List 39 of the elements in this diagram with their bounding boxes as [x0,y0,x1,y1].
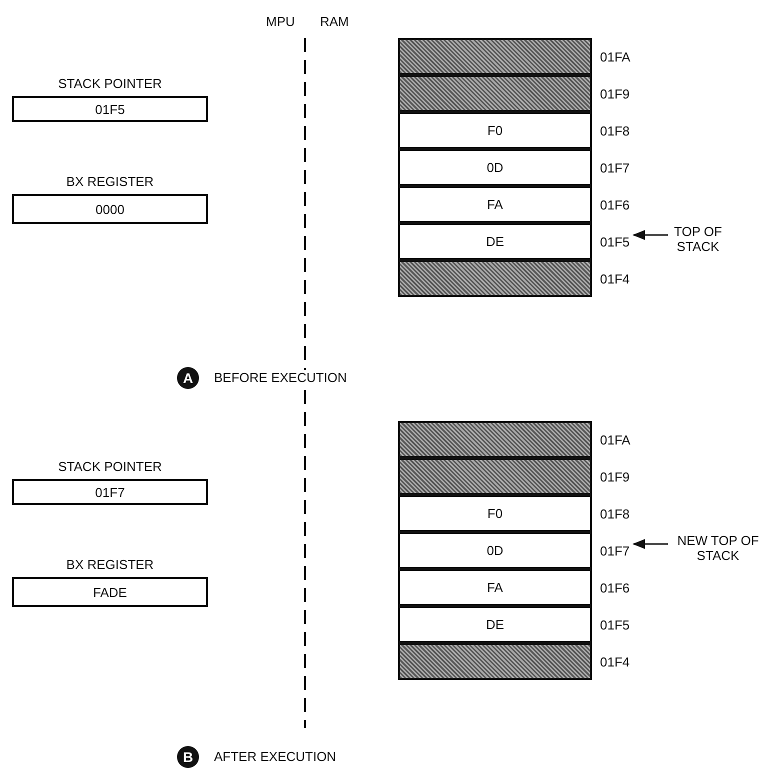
column-heading: MPU [264,14,297,29]
memory-address: 01F9 [600,469,630,484]
memory-value: 0D [486,160,504,175]
memory-address: 01F4 [600,271,630,286]
memory-address: 01F6 [600,580,630,595]
arrow [632,538,668,550]
memory-address: 01FA [600,432,630,447]
column-heading: RAM [318,14,351,29]
memory-value: F0 [487,506,503,521]
register-name: STACK POINTER [57,76,163,91]
memory-value: DE [486,617,504,632]
circled-letter: B [177,746,199,768]
memory-address: 01F7 [600,543,630,558]
memory-value: FA [487,580,503,595]
memory-address: 01F8 [600,506,630,521]
memory-address: 01F5 [600,617,630,632]
arrow [632,230,668,240]
pointer-note: NEW TOP OF STACK [668,534,768,564]
register-name: STACK POINTER [57,459,163,474]
memory-value: 0D [486,543,504,558]
memory-address: 01F6 [600,197,630,212]
memory-value: FA [487,197,503,212]
panel-caption: BEFORE EXECUTION [212,370,349,385]
circled-letter: A [177,367,199,389]
memory-address: 01F7 [600,160,630,175]
memory-value: DE [486,234,504,249]
memory-address: 01F4 [600,654,630,669]
register-value: FADE [93,584,127,600]
memory-address: 01F5 [600,234,630,249]
memory-address: 01FA [600,49,630,64]
memory-value: F0 [487,123,503,138]
memory-address: 01F8 [600,123,630,138]
register-value: 01F5 [95,102,125,116]
register-name: BX REGISTER [65,174,155,189]
pointer-note: TOP OF STACK [668,225,728,255]
register-name: BX REGISTER [65,557,155,572]
memory-address: 01F9 [600,86,630,101]
register-value: 0000 [96,202,124,216]
register-value: 01F7 [95,484,125,500]
